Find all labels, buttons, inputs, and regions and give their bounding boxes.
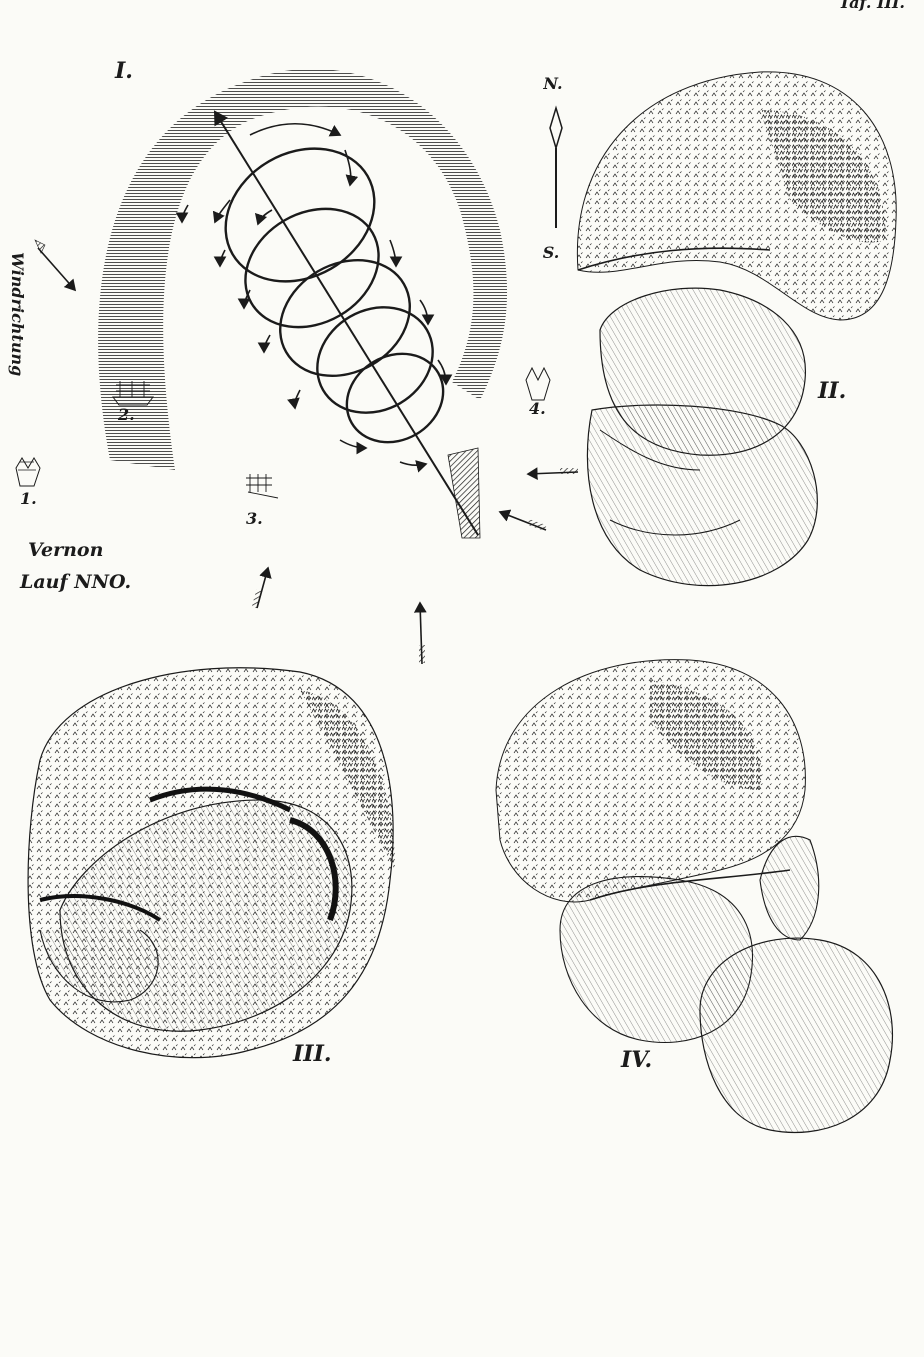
ship-2-number: 2. (117, 405, 135, 424)
ship-1: 1. (16, 458, 40, 508)
ship-4-number: 4. (529, 399, 546, 418)
storm-spiral (201, 122, 459, 459)
figure-2-hailstone: II. (577, 72, 896, 586)
figure-2-label: II. (817, 378, 846, 404)
caption-line-2: Lauf NNO. (19, 571, 131, 593)
ship-icon (526, 368, 550, 400)
ship-4: 4. (526, 368, 550, 418)
figure-3-hailstone: III. (28, 668, 395, 1067)
compass-south: S. (543, 243, 560, 262)
compass-needle-icon (550, 108, 562, 148)
ship-1-number: 1. (20, 489, 37, 508)
figure-1-label: I. (114, 58, 133, 84)
circulation-arrows (182, 124, 446, 466)
wind-arrow-tails (252, 468, 578, 663)
caption-line-1: Vernon (28, 539, 103, 561)
figure-4-hailstone: IV. (496, 660, 892, 1133)
compass: N. S. (542, 74, 562, 262)
figure-1-storm-diagram: Windrichtung N. S. 1. 2. 3. 4. Verno (8, 58, 578, 664)
ship-3: 3. (246, 474, 278, 528)
storm-axis (215, 112, 478, 535)
wind-direction-indicator (35, 240, 75, 290)
compass-north: N. (542, 74, 562, 93)
ship-icon (246, 474, 278, 498)
plate-number: Taf. III. (839, 0, 905, 12)
wind-direction-label: Windrichtung (8, 252, 27, 376)
wind-arrows (257, 472, 578, 664)
figure-4-label: IV. (620, 1047, 652, 1073)
storm-band (98, 69, 507, 470)
figure-3-label: III. (292, 1041, 332, 1067)
ship-3-number: 3. (246, 509, 263, 528)
